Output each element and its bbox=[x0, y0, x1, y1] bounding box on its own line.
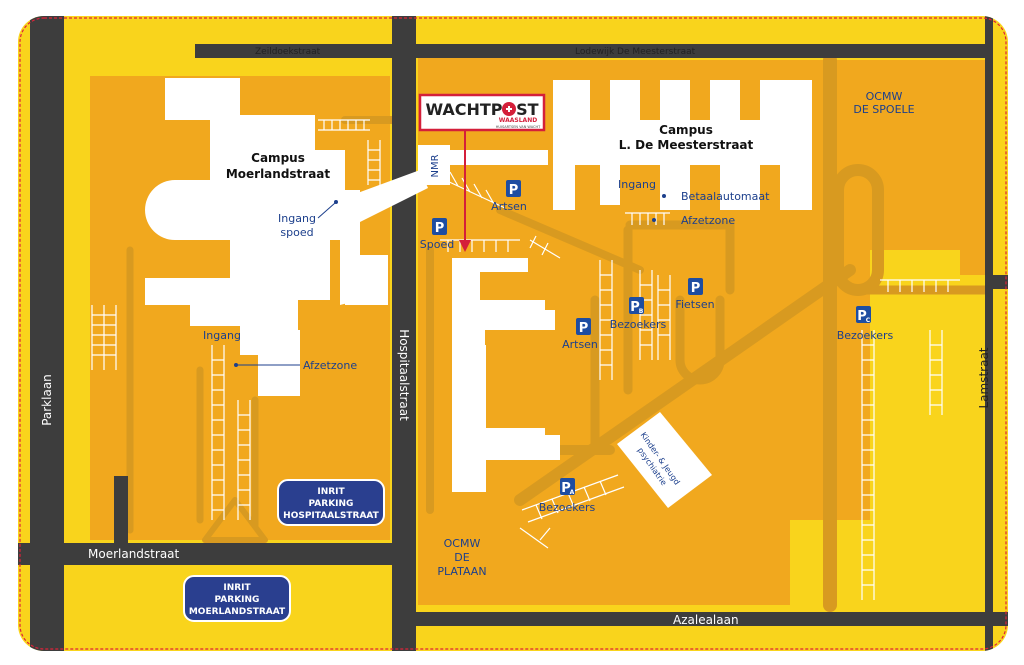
parking-bezoekers-a: P A Bezoekers bbox=[539, 478, 596, 514]
parking-label: Bezoekers bbox=[837, 329, 894, 342]
road-parklaan bbox=[30, 16, 64, 651]
entrance-hospitaalstraat[interactable]: INRIT PARKING HOSPITAALSTRAAT bbox=[277, 479, 385, 526]
campus-moerland-title-2: Moerlandstraat bbox=[226, 167, 331, 181]
parking-label: Spoed bbox=[420, 238, 454, 251]
road-zeildoekstraat bbox=[195, 44, 985, 58]
inner-paths bbox=[126, 53, 990, 612]
campus-meester-title-1: Campus bbox=[659, 123, 713, 137]
ingang-spoed-pointer bbox=[317, 202, 336, 219]
parking-letter: P bbox=[579, 321, 589, 336]
campus-moerland-title-1: Campus bbox=[251, 151, 305, 165]
parking-letter: P bbox=[561, 481, 571, 496]
entrance-line-2: PARKING bbox=[309, 499, 354, 509]
parking-letter: P bbox=[435, 221, 445, 236]
building-campus-moerland bbox=[145, 78, 360, 396]
parking-icon bbox=[688, 278, 703, 295]
entrance-badge bbox=[183, 575, 291, 622]
parking-icon bbox=[506, 180, 521, 197]
parking-bezoekers-b: P B Bezoekers bbox=[610, 297, 667, 331]
ocmw-plataan-1: OCMW bbox=[444, 537, 481, 550]
road-label-parklaan: Parklaan bbox=[40, 374, 54, 426]
cross-icon-mark bbox=[506, 106, 512, 112]
parking-icon bbox=[856, 306, 871, 323]
road-azalealaan-left bbox=[392, 612, 416, 626]
road-lodewijk-upper bbox=[985, 0, 1024, 14]
logo-frame bbox=[418, 93, 546, 132]
road-azalealaan bbox=[416, 612, 1008, 626]
building-main-west bbox=[452, 258, 560, 492]
betaalautomaat-label: Betaalautomaat bbox=[681, 190, 770, 203]
map-border bbox=[19, 17, 1007, 650]
road-label-lamstraat: Lamstraat bbox=[977, 347, 991, 408]
entrance-line-1: INRIT bbox=[317, 487, 345, 497]
road-moerland-stub bbox=[114, 476, 128, 543]
ocmw-plataan-2: DE bbox=[454, 551, 469, 564]
parking-label: Bezoekers bbox=[539, 501, 596, 514]
ingang-left-label: Ingang bbox=[203, 329, 241, 342]
road-label-moerlandstraat: Moerlandstraat bbox=[88, 547, 180, 561]
road-hospitaalstraat bbox=[392, 16, 416, 651]
entrance-line-1: INRIT bbox=[223, 583, 251, 593]
parking-stalls bbox=[91, 119, 960, 600]
buildings bbox=[145, 78, 812, 508]
betaalautomaat-dot bbox=[662, 194, 666, 198]
parking-letter: P bbox=[691, 281, 701, 296]
wachtpost-logo[interactable]: WACHTPOST WAASLAND HUISARTSEN VAN WACHT bbox=[418, 93, 546, 132]
parking-artsen-mid: P Artsen bbox=[562, 318, 598, 351]
ingang-spoed-1: Ingang bbox=[278, 212, 316, 225]
parking-fietsen: P Fietsen bbox=[675, 278, 715, 311]
parking-label: Bezoekers bbox=[610, 318, 667, 331]
ocmw-plataan-3: PLATAAN bbox=[437, 565, 486, 578]
logo-tagline: HUISARTSEN VAN WACHT bbox=[496, 125, 541, 129]
logo-pointer-arrow-icon bbox=[459, 240, 471, 252]
entrance-badge bbox=[277, 479, 385, 526]
parking-sub: A bbox=[570, 489, 575, 496]
parking-icon bbox=[629, 297, 644, 314]
entrance-line-2: PARKING bbox=[215, 595, 260, 605]
parking-label: Fietsen bbox=[675, 298, 714, 311]
parking-label: Artsen bbox=[562, 338, 598, 351]
campus-meester-title-2: L. De Meesterstraat bbox=[619, 138, 754, 152]
ingang-spoed-2: spoed bbox=[280, 226, 313, 239]
parking-letter: P bbox=[857, 309, 867, 324]
ingang-left-dot bbox=[234, 363, 238, 367]
road-label-lodewijk: Lodewijk De Meesterstraat bbox=[575, 47, 696, 57]
road-lamstraat bbox=[985, 16, 993, 651]
parking-bezoekers-c: P C Bezoekers bbox=[837, 306, 894, 342]
entrance-line-3: HOSPITAALSTRAAT bbox=[283, 511, 379, 521]
ocmw-spoele-1: OCMW bbox=[866, 90, 903, 103]
logo-region: WAASLAND bbox=[499, 117, 537, 124]
building-nmr-link bbox=[450, 150, 548, 165]
road-lamstraat-branch bbox=[985, 275, 1008, 289]
parking-letter: P bbox=[509, 183, 519, 198]
building-nmr bbox=[418, 145, 450, 185]
entrance-line-3: MOERLANDSTRAAT bbox=[189, 607, 286, 617]
parking-spoed: P Spoed bbox=[420, 218, 454, 251]
afzetzone-right-label: Afzetzone bbox=[681, 214, 735, 227]
parking-icon bbox=[560, 478, 575, 495]
parking-letter: P bbox=[630, 300, 640, 315]
building-campus-meester bbox=[553, 80, 812, 210]
afzetzone-right-dot bbox=[652, 218, 656, 222]
building-kinder-psychiatrie bbox=[617, 412, 712, 508]
road-moerlandstraat bbox=[18, 543, 392, 565]
parking-icon bbox=[432, 218, 447, 235]
road-label-zeildoekstraat: Zeildoekstraat bbox=[255, 47, 321, 57]
road-label-hospitaalstraat: Hospitaalstraat bbox=[397, 329, 411, 421]
ingang-spoed-dot bbox=[334, 200, 338, 204]
ocmw-spoele-2: DE SPOELE bbox=[853, 103, 914, 116]
parking-sub: C bbox=[866, 317, 871, 324]
entrance-moerlandstraat[interactable]: INRIT PARKING MOERLANDSTRAAT bbox=[183, 575, 291, 622]
ingang-right-label: Ingang bbox=[618, 178, 656, 191]
road-label-azalealaan: Azalealaan bbox=[673, 613, 739, 627]
parking-artsen-top: P Artsen bbox=[491, 180, 527, 213]
parking-icon bbox=[576, 318, 591, 335]
parking-label: Artsen bbox=[491, 200, 527, 213]
afzetzone-left-label: Afzetzone bbox=[303, 359, 357, 372]
building-annex bbox=[345, 255, 388, 305]
nmr-label: NMR bbox=[430, 154, 441, 177]
parking-sub: B bbox=[639, 308, 644, 315]
